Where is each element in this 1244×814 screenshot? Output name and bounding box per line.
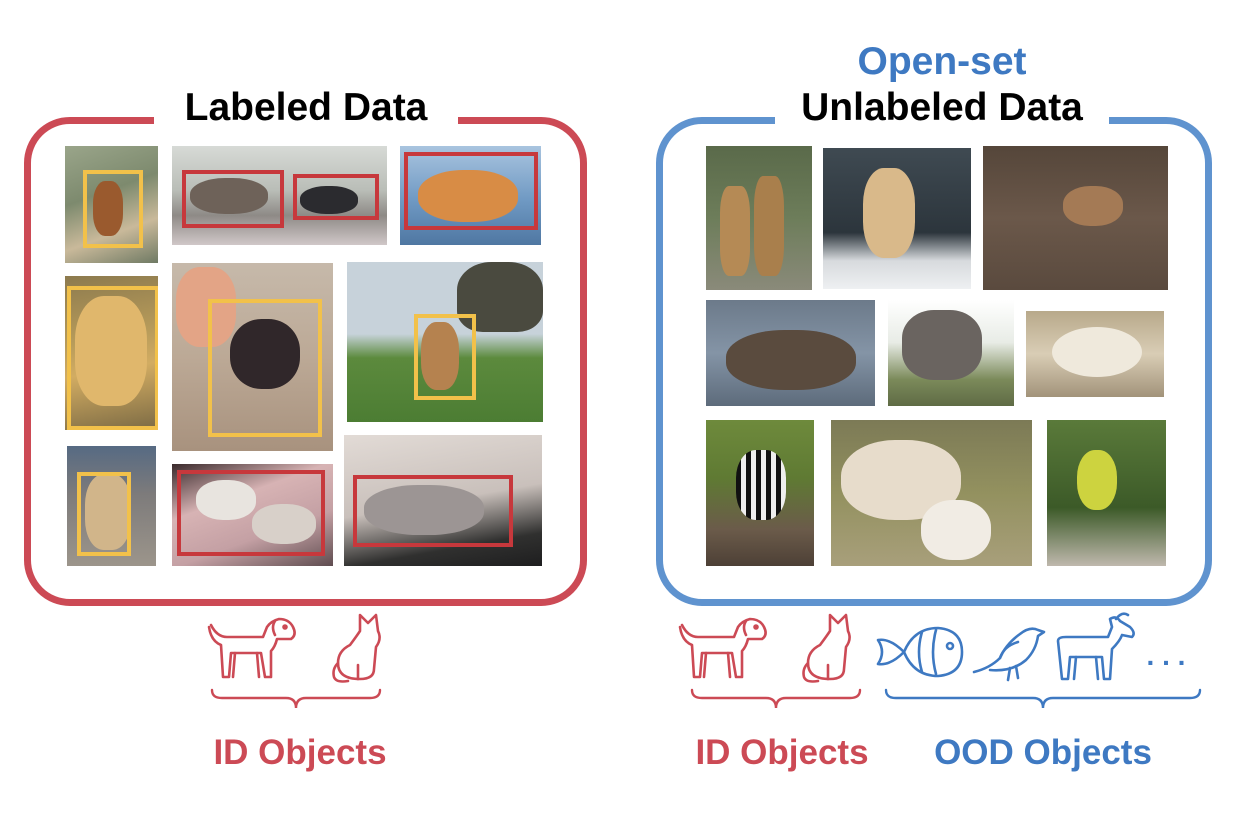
id-objects-caption-left: ID Objects — [213, 733, 387, 772]
dog-icon — [678, 617, 767, 679]
ood-brace — [884, 688, 1202, 709]
labeled-data-title: Labeled Data — [184, 86, 428, 129]
photo-curlew-bird — [983, 146, 1168, 290]
id-objects-caption-right: ID Objects — [695, 733, 869, 772]
photo-dog-on-boat — [823, 148, 971, 289]
photo-zebra — [706, 420, 814, 566]
photo-warbler-bird — [1047, 420, 1166, 566]
photo-small-dog-sweater — [67, 446, 156, 566]
photo-dog-standing — [65, 146, 158, 263]
photo-pufferfish — [1026, 311, 1164, 397]
cat-icon — [332, 613, 381, 683]
photo-two-cats-sleeping — [172, 146, 387, 245]
goat-icon — [1056, 612, 1135, 681]
cat-icon — [802, 613, 851, 683]
fish-icon — [876, 626, 964, 678]
id-brace-left — [210, 688, 382, 709]
photo-golden-retriever — [65, 276, 158, 430]
photo-orange-cat — [400, 146, 541, 245]
unlabeled-data-title: Unlabeled Data — [801, 86, 1083, 129]
photo-two-cats-pink-blanket — [172, 464, 333, 566]
photo-corgi-mix — [172, 263, 333, 451]
open-set-title: Open-set — [857, 40, 1027, 83]
dog-icon — [207, 617, 296, 679]
photo-sheep-goats — [831, 420, 1032, 566]
bird-icon — [972, 627, 1046, 682]
ood-objects-caption: OOD Objects — [934, 733, 1152, 772]
id-brace-right — [690, 688, 862, 709]
photo-elephant — [888, 300, 1014, 406]
photo-cat-laptop — [344, 435, 542, 566]
photo-dog-on-grass — [347, 262, 543, 422]
photo-cats-on-sofa — [706, 300, 875, 406]
more-ood-ellipsis: . . . — [1146, 640, 1186, 671]
photo-giraffes — [706, 146, 812, 290]
